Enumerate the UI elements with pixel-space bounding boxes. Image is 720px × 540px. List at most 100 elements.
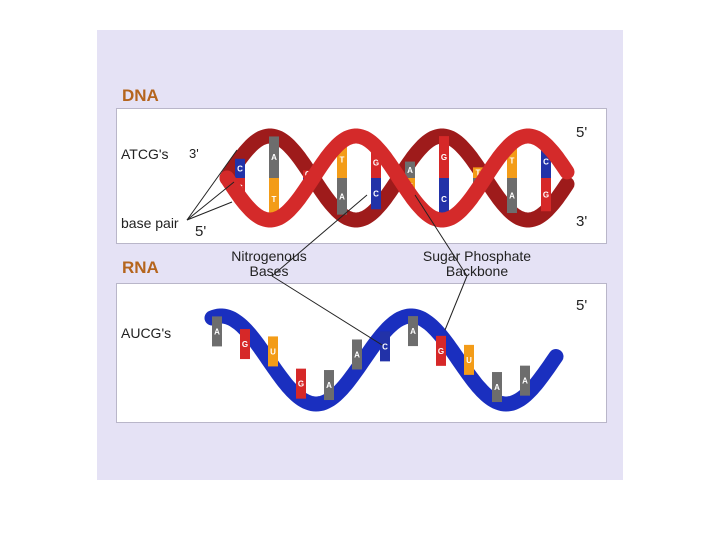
- rna-base-11-block: [520, 365, 530, 396]
- rna-base-9-letter: U: [466, 356, 472, 365]
- dna-base-top-3: T: [337, 141, 347, 178]
- dna-3-prime-left: 3': [189, 146, 199, 161]
- dna-base-bottom-4: C: [371, 178, 381, 210]
- rna-base-7: A: [408, 316, 418, 347]
- rna-base-3-block: [296, 368, 306, 399]
- rna-base-11-letter: A: [522, 377, 528, 386]
- dna-base-bottom-9-block: [541, 178, 551, 212]
- rna-base-0: A: [212, 316, 222, 347]
- dna-base-top-8-block: [507, 142, 517, 178]
- rna-base-1-block: [240, 329, 250, 360]
- dna-base-bottom-6-block: [439, 136, 449, 178]
- rna-base-1: G: [240, 329, 250, 360]
- base-pair-pointer-2: [186, 181, 235, 221]
- rna-title: RNA: [122, 258, 159, 277]
- dna-base-top-6-letter: C: [441, 195, 447, 204]
- dna-base-bottom-7-letter: T: [476, 169, 481, 178]
- dna-base-bottom-4-letter: C: [373, 190, 379, 199]
- dna-base-bottom-9: G: [541, 178, 551, 212]
- rna-base-8-block: [436, 335, 446, 366]
- dna-base-top-1-block: [269, 178, 279, 220]
- dna-3-prime-right: 3': [576, 213, 588, 230]
- dna-base-bottom-8-letter: A: [509, 192, 515, 201]
- rna-base-4-letter: A: [326, 381, 332, 390]
- base-pair-pointer-1: [186, 149, 238, 221]
- dna-base-top-9-block: [541, 144, 551, 178]
- nitrogenous-bases-pointer-dna: [271, 194, 368, 277]
- rna-base-4-block: [324, 370, 334, 401]
- rna-base-6: C: [380, 331, 390, 362]
- dna-base-top-8: T: [507, 142, 517, 178]
- rna-base-3: G: [296, 368, 306, 399]
- rna-base-5-block: [352, 339, 362, 370]
- backbone-pointer-rna: [444, 275, 468, 331]
- dna-base-bottom-3-block: [337, 178, 347, 215]
- dna-base-bottom-0: C: [235, 158, 245, 178]
- dna-base-top-4-letter: G: [373, 158, 379, 167]
- dna-base-top-8-letter: T: [510, 156, 515, 165]
- rna-base-5: A: [352, 339, 362, 370]
- dna-base-bottom-5-block: [405, 161, 415, 178]
- rna-bases-label: AUCG's: [121, 325, 172, 341]
- dna-bases-label: ATCG's: [121, 146, 169, 162]
- dna-base-bottom-8-block: [507, 178, 517, 214]
- dna-base-bottom-0-letter: C: [237, 164, 243, 173]
- rna-5-prime-right: 5': [576, 297, 588, 314]
- dna-base-top-4: G: [371, 146, 381, 178]
- rna-base-2-letter: U: [270, 347, 276, 356]
- dna-base-bottom-7: T: [473, 167, 483, 178]
- dna-base-top-6-block: [439, 178, 449, 220]
- rna-base-6-block: [380, 331, 390, 362]
- dna-base-bottom-1-letter: A: [271, 153, 277, 162]
- rna-base-8-letter: G: [438, 347, 444, 356]
- dna-base-bottom-6-letter: G: [441, 153, 447, 162]
- dna-base-bottom-6: G: [439, 136, 449, 178]
- dna-title: DNA: [122, 86, 159, 105]
- rna-base-3-letter: G: [298, 380, 304, 389]
- dna-base-top-3-letter: T: [340, 156, 345, 165]
- rna-base-10: A: [492, 372, 502, 403]
- dna-base-bottom-5-letter: A: [407, 166, 413, 175]
- dna-base-bottom-1-block: [269, 136, 279, 178]
- dna-base-top-1-letter: T: [272, 195, 277, 204]
- dna-base-bottom-1: A: [269, 136, 279, 178]
- rna-base-6-letter: C: [382, 342, 388, 351]
- rna-base-0-letter: A: [214, 327, 220, 336]
- sugar-phosphate-backbone-label: Sugar Phosphate Backbone: [422, 248, 532, 279]
- rna-base-7-block: [408, 316, 418, 347]
- nitrogenous-bases-label: Nitrogenous Bases: [231, 248, 307, 279]
- dna-base-top-9-letter: C: [543, 157, 549, 166]
- dna-base-bottom-5: A: [405, 161, 415, 178]
- dna-5-prime-right: 5': [576, 124, 588, 141]
- rna-base-8: G: [436, 335, 446, 366]
- base-pair-label: base pair: [121, 215, 179, 231]
- dna-base-top-6: C: [439, 178, 449, 220]
- rna-base-7-letter: A: [410, 327, 416, 336]
- rna-base-9: U: [464, 344, 474, 375]
- rna-base-11: A: [520, 365, 530, 396]
- dna-base-bottom-9-letter: G: [543, 191, 549, 200]
- dna-base-bottom-8: A: [507, 178, 517, 214]
- dna-base-bottom-0-block: [235, 158, 245, 178]
- dna-base-bottom-3: A: [337, 178, 347, 215]
- rna-base-9-block: [464, 344, 474, 375]
- rna-base-2-block: [268, 336, 278, 367]
- dna-base-bottom-3-letter: A: [339, 192, 345, 201]
- dna-base-top-4-block: [371, 146, 381, 178]
- rna-base-10-block: [492, 372, 502, 403]
- dna-base-bottom-7-block: [473, 167, 483, 178]
- rna-base-2: U: [268, 336, 278, 367]
- nitrogenous-bases-pointer-rna: [271, 275, 383, 346]
- dna-backbone-front: [219, 128, 575, 228]
- rna-base-4: A: [324, 370, 334, 401]
- dna-base-top-9: C: [541, 144, 551, 178]
- rna-base-0-block: [212, 316, 222, 347]
- rna-base-1-letter: G: [242, 340, 248, 349]
- rna-base-5-letter: A: [354, 350, 360, 359]
- dna-base-bottom-4-block: [371, 178, 381, 210]
- rna-base-10-letter: A: [494, 383, 500, 392]
- dna-base-top-3-block: [337, 141, 347, 178]
- base-pair-pointer-3: [186, 201, 233, 221]
